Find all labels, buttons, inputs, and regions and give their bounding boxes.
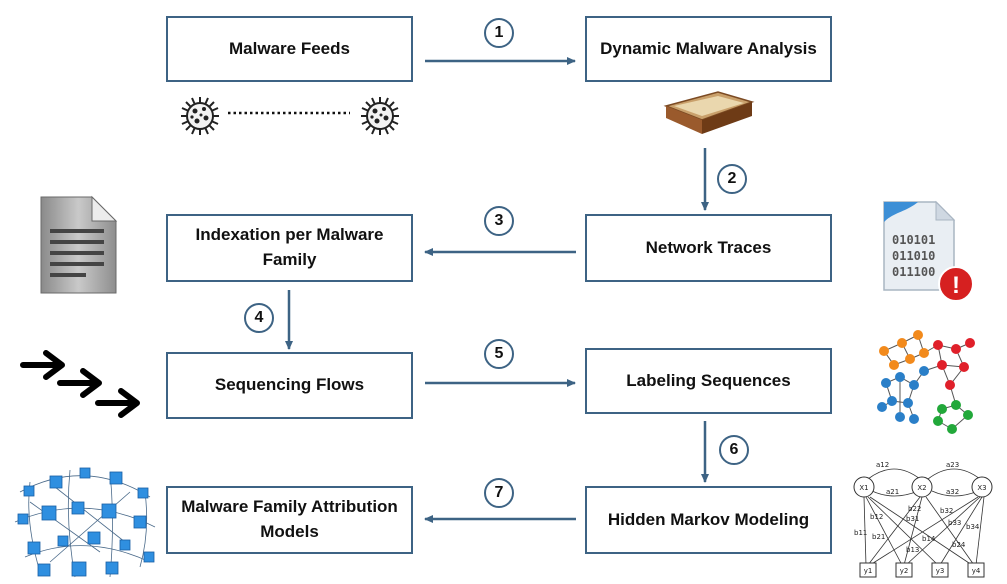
box-label: Indexation per Malware Family xyxy=(195,225,384,269)
box-labeling-sequences: Labeling Sequences xyxy=(585,348,832,414)
step-1: 1 xyxy=(484,18,514,48)
box-label: Sequencing Flows xyxy=(214,375,365,395)
box-label: Malware Feeds xyxy=(229,38,350,58)
hmm-emission: b31 xyxy=(906,515,919,523)
box-sequencing-flows: Sequencing Flows xyxy=(166,352,413,419)
binary-line: 011100 xyxy=(892,265,935,279)
arrows-icon xyxy=(20,350,140,418)
box-malware-feeds: Malware Feeds xyxy=(166,16,413,82)
binary-line: 010101 xyxy=(892,233,935,247)
sandbox-icon xyxy=(663,91,755,134)
step-7: 7 xyxy=(484,478,514,508)
step-3: 3 xyxy=(484,206,514,236)
hmm-output: y2 xyxy=(900,567,909,575)
step-2: 2 xyxy=(717,164,747,194)
document-icon xyxy=(40,195,118,294)
step-number: 4 xyxy=(254,309,264,326)
step-number: 2 xyxy=(727,170,737,187)
box-network-traces: Network Traces xyxy=(585,214,832,282)
box-label: Malware Family Attribution Models xyxy=(181,497,398,541)
alert-icon xyxy=(938,266,974,302)
hmm-emission: b11 xyxy=(854,529,867,537)
step-number: 1 xyxy=(494,24,504,41)
hmm-emission: b34 xyxy=(966,523,980,531)
box-label: Labeling Sequences xyxy=(626,370,791,390)
hmm-emission: b14 xyxy=(922,535,936,543)
graph-clusters-icon xyxy=(877,330,975,434)
hmm-diagram: X1 X2 X3 y1 y2 y3 y4 a12 a23 a21 a32 b11… xyxy=(853,461,993,578)
box-label: Network Traces xyxy=(645,237,772,257)
hmm-emission: b22 xyxy=(908,505,921,513)
virus-icon xyxy=(181,97,219,135)
binary-line: 011010 xyxy=(892,249,935,263)
network-cubes-icon xyxy=(14,467,156,578)
binary-file-icon: 010101 011010 011100 ! xyxy=(883,200,974,302)
hmm-transition: a32 xyxy=(946,488,959,496)
hmm-state: X1 xyxy=(859,484,868,492)
hmm-transition: a21 xyxy=(886,488,899,496)
box-label: Hidden Markov Modeling xyxy=(607,509,810,529)
dotted-line xyxy=(228,111,350,115)
box-dynamic-analysis: Dynamic Malware Analysis xyxy=(585,16,832,82)
step-number: 5 xyxy=(494,345,504,362)
hmm-output: y4 xyxy=(972,567,981,575)
step-6: 6 xyxy=(719,435,749,465)
virus-icon xyxy=(361,97,399,135)
hmm-output: y3 xyxy=(936,567,945,575)
hmm-emission: b33 xyxy=(948,519,961,527)
step-number: 3 xyxy=(494,212,504,229)
hmm-state: X2 xyxy=(917,484,926,492)
hmm-emission: b24 xyxy=(952,541,966,549)
hmm-emission: b32 xyxy=(940,507,953,515)
box-hidden-markov: Hidden Markov Modeling xyxy=(585,486,832,554)
hmm-emission: b13 xyxy=(906,546,919,554)
hmm-output: y1 xyxy=(864,567,873,575)
step-4: 4 xyxy=(244,303,274,333)
box-attribution-models: Malware Family Attribution Models xyxy=(166,486,413,554)
hmm-emission: b12 xyxy=(870,513,883,521)
step-number: 7 xyxy=(494,484,504,501)
alert-mark: ! xyxy=(952,272,960,299)
hmm-state: X3 xyxy=(977,484,986,492)
box-indexation: Indexation per Malware Family xyxy=(166,214,413,282)
box-label: Dynamic Malware Analysis xyxy=(600,38,817,58)
step-5: 5 xyxy=(484,339,514,369)
hmm-emission: b21 xyxy=(872,533,885,541)
hmm-transition: a23 xyxy=(946,461,959,469)
hmm-transition: a12 xyxy=(876,461,889,469)
step-number: 6 xyxy=(729,441,739,458)
